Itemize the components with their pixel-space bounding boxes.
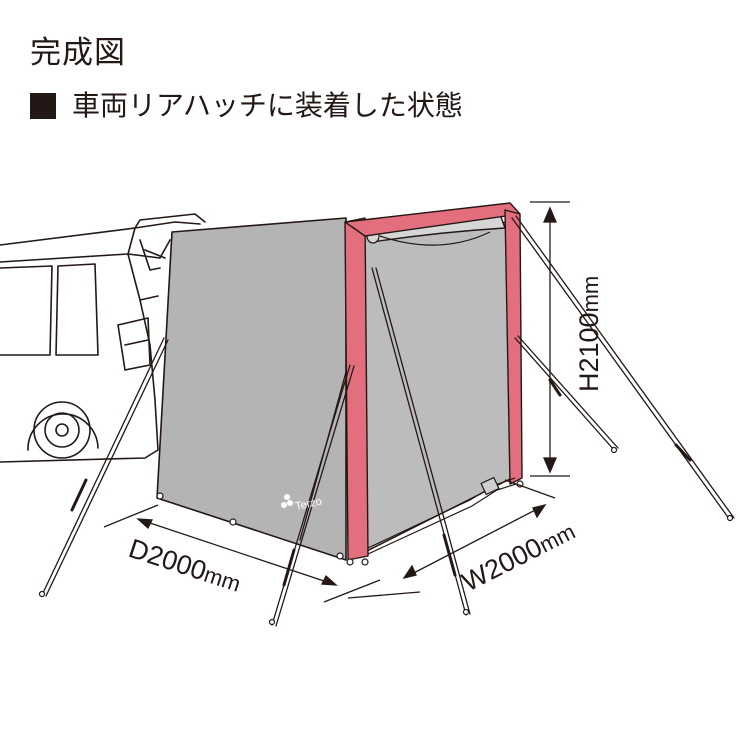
- pole-segments: [70, 378, 692, 587]
- height-label: H2100mm: [574, 276, 604, 392]
- stake-hooks: [38, 446, 734, 626]
- floor-strap: [367, 476, 517, 555]
- black-square-icon: [30, 93, 56, 119]
- width-label: W2000mm: [457, 515, 580, 597]
- page-title: 完成図: [30, 35, 126, 71]
- brand-text: Terzo: [294, 496, 323, 513]
- tent-side-panel: [156, 217, 347, 561]
- height-value: H2100: [574, 312, 604, 392]
- depth-label: D2000mm: [125, 533, 245, 597]
- subtitle-text: 車両リアハッチに装着した状態: [72, 89, 463, 122]
- subtitle: 車両リアハッチに装着した状態: [30, 92, 463, 120]
- pink-frame: [344, 202, 523, 561]
- depth-value: D2000: [125, 533, 210, 586]
- guy-lines: [41, 215, 735, 627]
- dimension-lines: [103, 201, 570, 603]
- width-value: W2000: [457, 532, 547, 598]
- car-illustration: [0, 213, 206, 463]
- depth-unit: mm: [201, 562, 244, 597]
- tent-back-panel: [361, 221, 513, 553]
- brand-logo: Terzo: [281, 494, 323, 513]
- height-unit: mm: [578, 276, 603, 313]
